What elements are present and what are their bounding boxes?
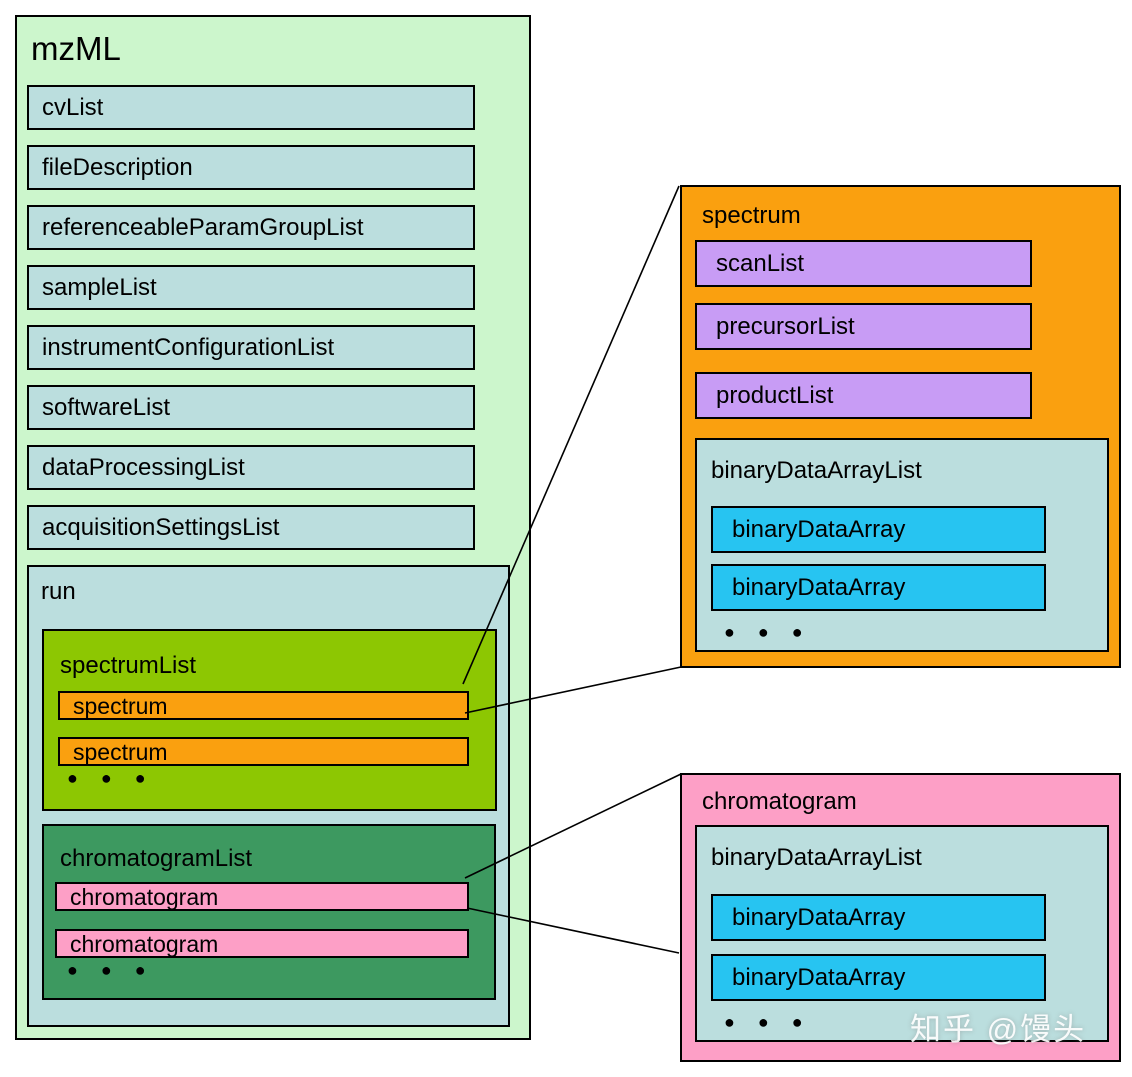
spectrum-item-2: spectrum: [58, 737, 469, 766]
chromatogram-bda-item-2: binaryDataArray: [711, 954, 1046, 1001]
mzml-child-filedescription: fileDescription: [27, 145, 475, 190]
spectrum-bda-item-1: binaryDataArray: [711, 506, 1046, 553]
spectrum-item-1: spectrum: [58, 691, 469, 720]
spectrum-detail-title: spectrum: [702, 202, 801, 229]
watermark-text: 知乎 @馒头: [910, 1012, 1087, 1047]
chromatogram-bdalist-label: binaryDataArrayList: [711, 844, 922, 871]
spectrum-detail-box: spectrum scanList precursorList productL…: [680, 185, 1121, 668]
chromatogram-detail-box: chromatogram binaryDataArrayList binaryD…: [680, 773, 1121, 1062]
spectrumlist-ellipsis: ● ● ●: [67, 768, 155, 788]
mzml-title: mzML: [31, 30, 121, 67]
spectrum-bdalist-box: binaryDataArrayList binaryDataArray bina…: [695, 438, 1109, 652]
chromatogram-bda-item-1: binaryDataArray: [711, 894, 1046, 941]
scanlist-bar: scanList: [695, 240, 1032, 287]
mzml-box: mzML cvList fileDescription referenceabl…: [15, 15, 531, 1040]
mzml-child-referenceableparamgrouplist: referenceableParamGroupList: [27, 205, 475, 250]
chromatogramlist-box: chromatogramList chromatogram chromatogr…: [42, 824, 496, 1000]
mzml-child-dataprocessinglist: dataProcessingList: [27, 445, 475, 490]
chromatogram-bdalist-ellipsis: ● ● ●: [724, 1012, 812, 1032]
mzml-child-softwarelist: softwareList: [27, 385, 475, 430]
spectrum-bdalist-ellipsis: ● ● ●: [724, 622, 812, 642]
chromatogramlist-ellipsis: ● ● ●: [67, 960, 155, 980]
mzml-child-acquisitionsettingslist: acquisitionSettingsList: [27, 505, 475, 550]
mzml-child-samplelist: sampleList: [27, 265, 475, 310]
chromatogram-item-1: chromatogram: [55, 882, 469, 911]
productlist-bar: productList: [695, 372, 1032, 419]
spectrum-bdalist-label: binaryDataArrayList: [711, 457, 922, 484]
chromatogram-bdalist-box: binaryDataArrayList binaryDataArray bina…: [695, 825, 1109, 1042]
run-box: run spectrumList spectrum spectrum ● ● ●…: [27, 565, 510, 1027]
run-label: run: [41, 578, 76, 605]
spectrum-bda-item-2: binaryDataArray: [711, 564, 1046, 611]
spectrumlist-box: spectrumList spectrum spectrum ● ● ●: [42, 629, 497, 811]
precursorlist-bar: precursorList: [695, 303, 1032, 350]
chromatogramlist-label: chromatogramList: [60, 845, 253, 872]
mzml-child-instrumentconfigurationlist: instrumentConfigurationList: [27, 325, 475, 370]
chromatogram-item-2: chromatogram: [55, 929, 469, 958]
spectrumlist-label: spectrumList: [60, 652, 197, 679]
chromatogram-detail-title: chromatogram: [702, 788, 857, 815]
mzml-child-cvlist: cvList: [27, 85, 475, 130]
